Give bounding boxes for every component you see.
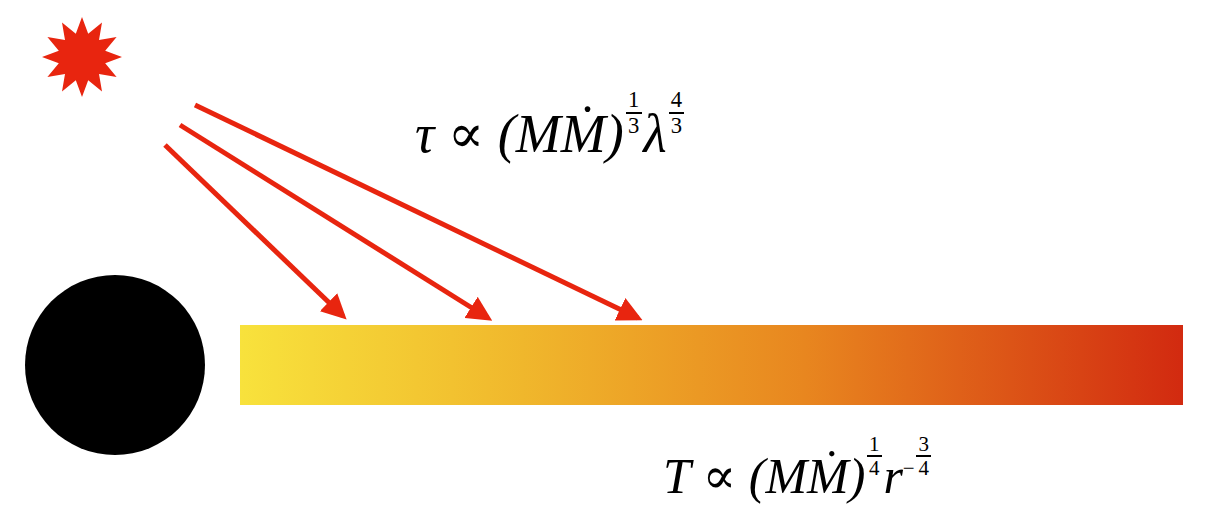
formula-text: − bbox=[903, 458, 915, 479]
formula-text: 4 bbox=[867, 457, 882, 479]
formula-text: 4 bbox=[669, 88, 685, 114]
exponent-fraction: 34 bbox=[916, 433, 931, 479]
formula-text: 4 bbox=[916, 457, 931, 479]
formula-text: 3 bbox=[916, 433, 931, 457]
exponent-fraction: 14 bbox=[867, 433, 882, 479]
formula-text: 1 bbox=[626, 88, 642, 114]
formula-text: τ ∝ (MṀ) bbox=[415, 104, 624, 164]
black-hole bbox=[25, 275, 205, 455]
formula: T ∝ (MṀ)14r−34 bbox=[663, 433, 933, 501]
accretion-disk bbox=[240, 325, 1183, 405]
irradiation-ray bbox=[195, 105, 638, 318]
exponent-fraction: 43 bbox=[669, 88, 685, 138]
flare-star bbox=[42, 17, 122, 97]
formula: τ ∝ (MṀ)13λ43 bbox=[415, 88, 686, 161]
exponent-fraction: 13 bbox=[626, 88, 642, 138]
formula-text: λ bbox=[643, 104, 666, 164]
formula-text: 1 bbox=[867, 433, 882, 457]
formula-text: T ∝ (MṀ) bbox=[663, 448, 865, 504]
formula-text: 3 bbox=[669, 114, 685, 138]
formula-text: r bbox=[883, 448, 902, 504]
formula-text: 3 bbox=[626, 114, 642, 138]
